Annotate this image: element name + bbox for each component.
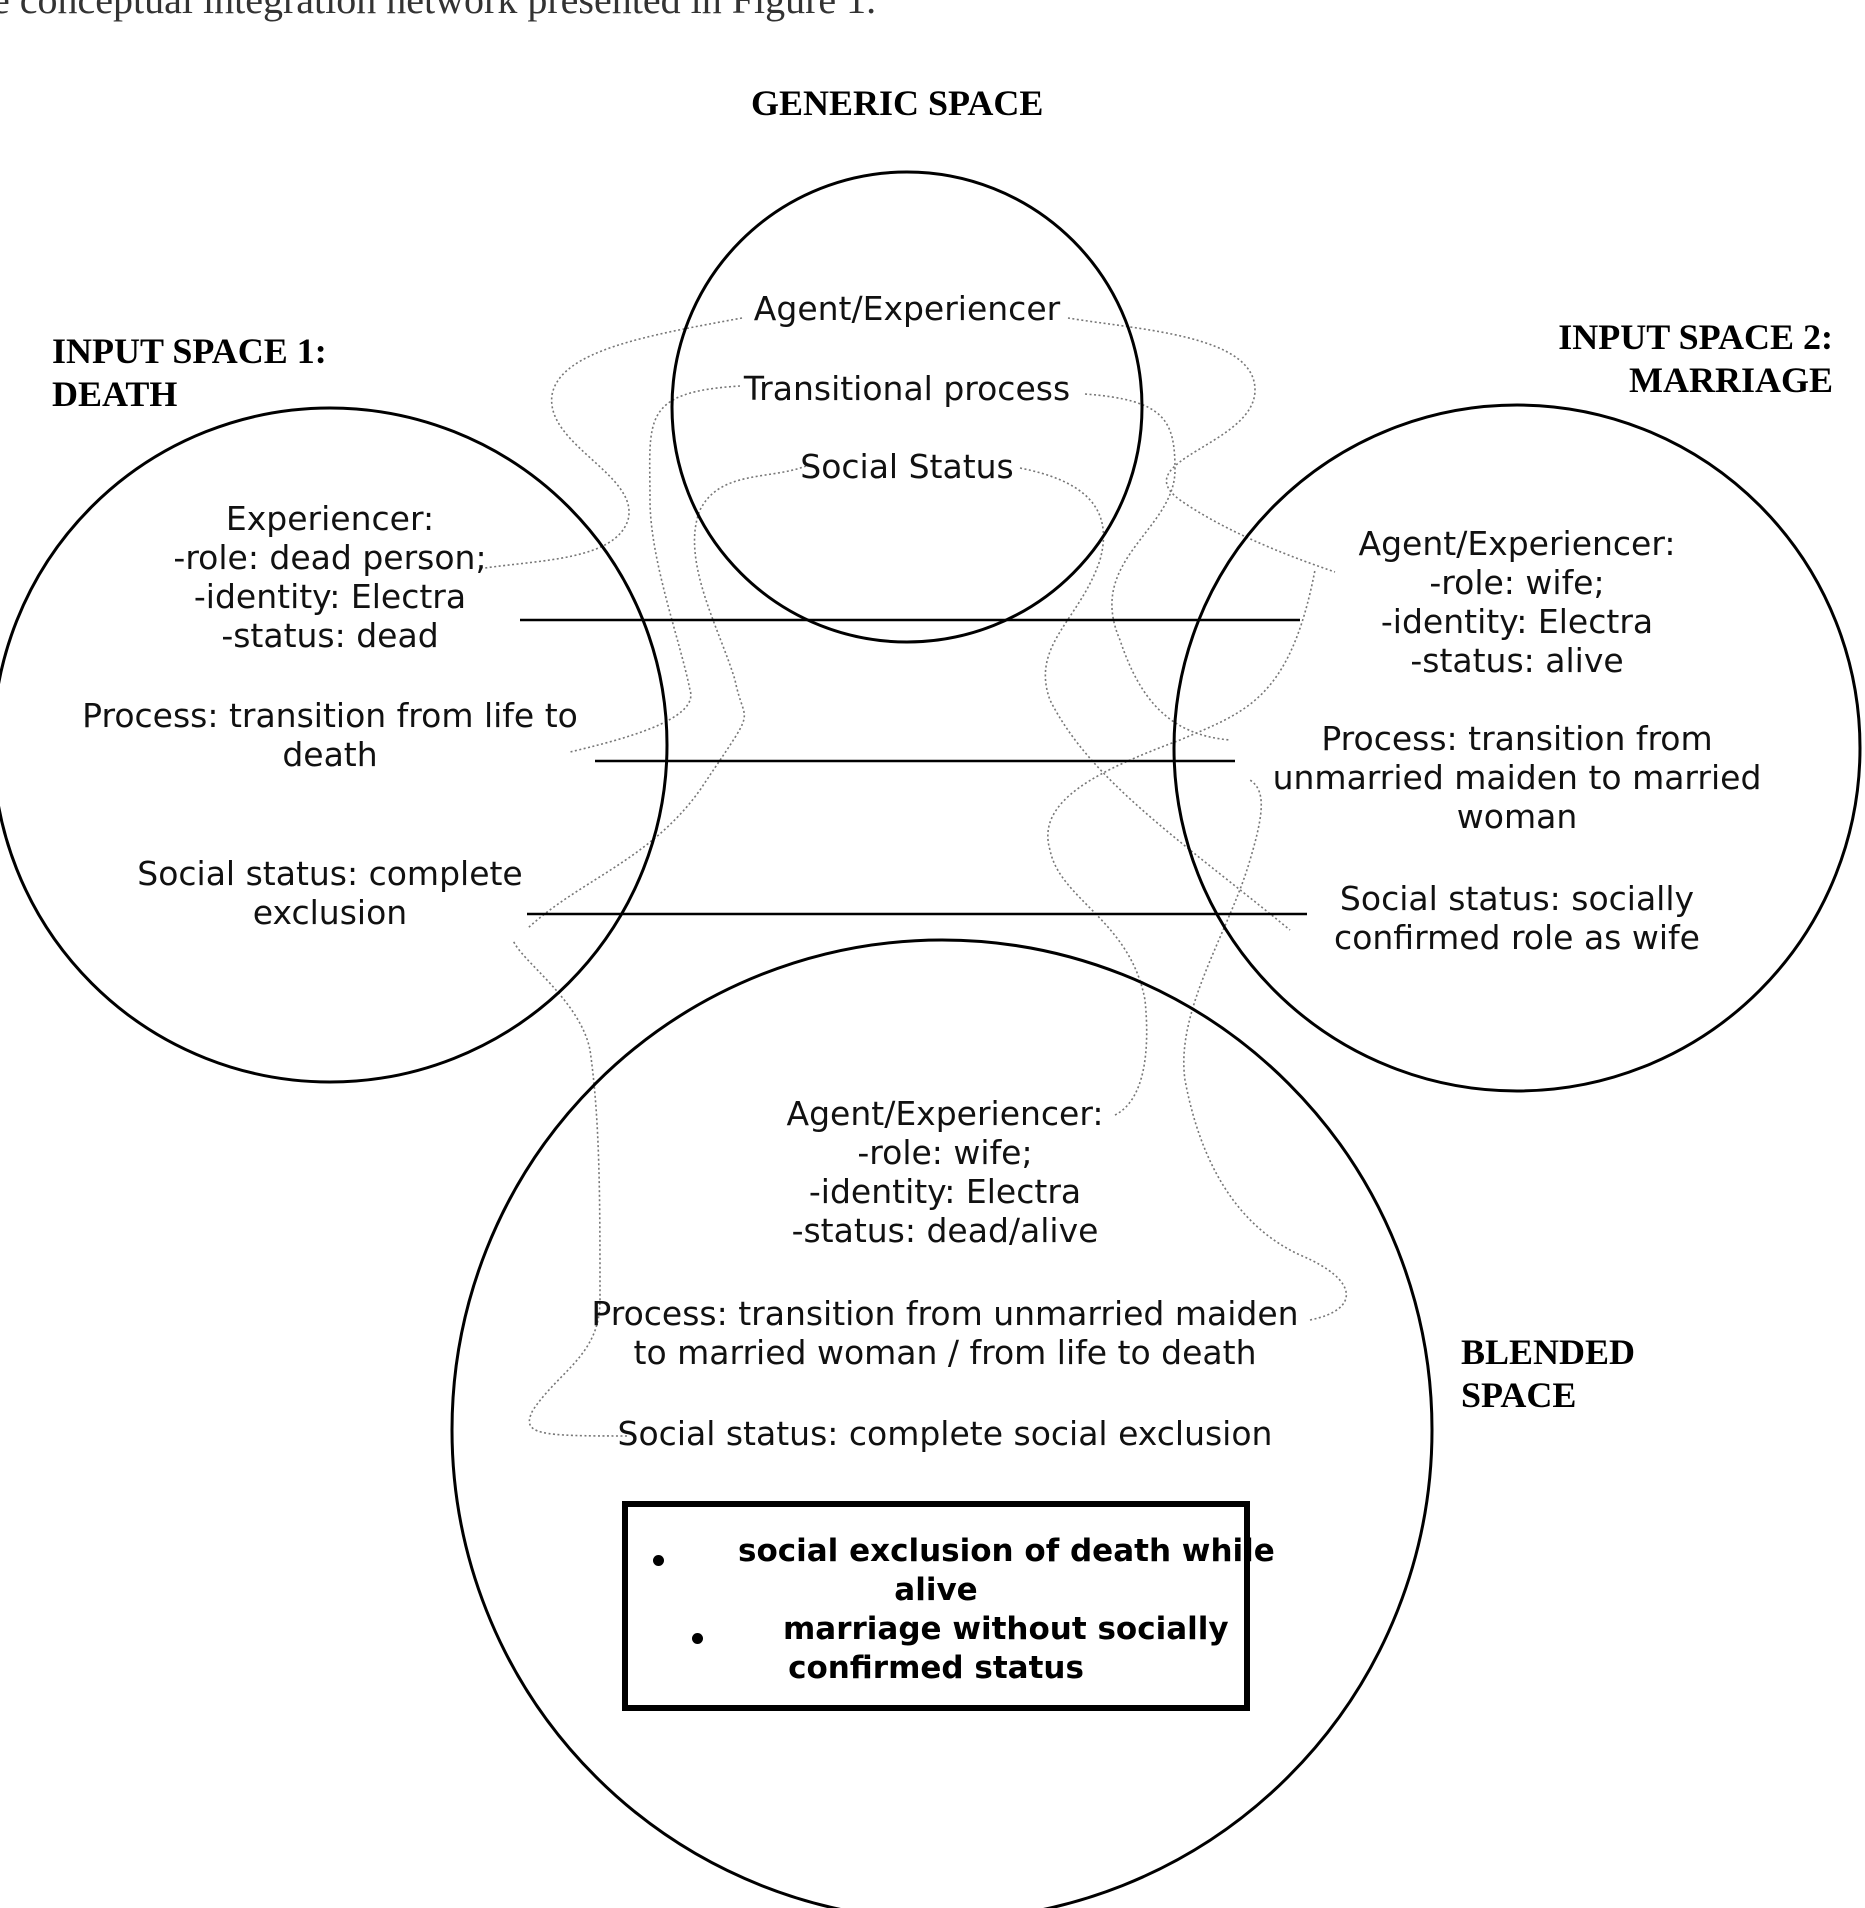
emergent-item-2-line2: confirmed status <box>788 1650 1084 1686</box>
input1-status-line: Social status: complete <box>137 854 523 893</box>
connector-process-to-input2 <box>1084 393 1231 741</box>
input2-experiencer-line: -identity: Electra <box>1380 601 1654 641</box>
generic-space-title: GENERIC SPACE <box>751 83 1044 123</box>
input1-experiencer-line: -identity: Electra <box>193 576 467 616</box>
input1-status-line: exclusion <box>252 892 408 932</box>
bullet-icon <box>692 1633 703 1644</box>
bullet-icon <box>653 1555 664 1566</box>
input2-process-line: Process: transition from <box>1321 719 1713 758</box>
input2-experiencer-line: Agent/Experiencer: <box>1358 524 1676 563</box>
blended-space-title-line2: SPACE <box>1461 1375 1577 1416</box>
blend-process-line: to married woman / from life to death <box>633 1332 1257 1372</box>
input-space-2-circle <box>1172 403 1862 1093</box>
input-space-2-title-line1: INPUT SPACE 2: <box>1558 317 1833 357</box>
emergent-item-2-line1: marriage without socially <box>783 1611 1229 1647</box>
connector-blend-agent <box>1047 569 1316 1116</box>
input1-process: Process: transition from life to death <box>82 696 578 775</box>
blend-experiencer-line: -identity: Electra <box>808 1171 1082 1211</box>
input-space-1-title-line2: DEATH <box>52 374 178 415</box>
input2-experiencer-line: -status: alive <box>1410 640 1624 680</box>
input2-process: Process: transition from unmarried maide… <box>1272 719 1762 837</box>
input2-process-line: woman <box>1456 796 1578 836</box>
connector-agent-to-input1 <box>484 317 743 569</box>
input1-experiencer-line: Experiencer: <box>225 499 435 538</box>
input2-process-line: unmarried maiden to married <box>1272 757 1762 797</box>
connector-blend-process <box>1183 779 1348 1321</box>
input-space-1-title: INPUT SPACE 1: DEATH <box>52 330 327 416</box>
input2-status-line: confirmed role as wife <box>1334 917 1700 957</box>
generic-item-status: Social Status <box>800 447 1014 486</box>
blend-process-line: Process: transition from unmarried maide… <box>591 1294 1299 1333</box>
blended-space-title: BLENDED SPACE <box>1461 1331 1635 1417</box>
input1-social-status: Social status: complete exclusion <box>137 854 523 933</box>
emergent-structure-box: social exclusion of death while alive ma… <box>622 1501 1275 1711</box>
input1-experiencer: Experiencer: -role: dead person; -identi… <box>173 499 487 656</box>
caption-fragment: e conceptual integration network present… <box>0 0 876 23</box>
blend-experiencer: Agent/Experiencer: -role: wife; -identit… <box>786 1094 1104 1251</box>
input-space-1-title-line1: INPUT SPACE 1: <box>52 331 327 371</box>
connector-agent-to-input2 <box>1067 317 1336 573</box>
dotted-connectors <box>484 317 1348 1437</box>
input2-experiencer-line: -role: wife; <box>1429 562 1605 602</box>
emergent-item-1-line2: alive <box>894 1572 978 1608</box>
connector-status-to-input2 <box>1019 467 1291 931</box>
input-space-1-circle <box>0 406 669 1084</box>
generic-item-process: Transitional process <box>743 369 1071 408</box>
input1-process-line: death <box>282 734 378 774</box>
generic-item-agent: Agent/Experiencer <box>753 289 1061 328</box>
input1-experiencer-line: -status: dead <box>221 615 439 655</box>
input2-social-status: Social status: socially confirmed role a… <box>1334 879 1700 958</box>
blend-process: Process: transition from unmarried maide… <box>591 1294 1299 1373</box>
input2-experiencer: Agent/Experiencer: -role: wife; -identit… <box>1358 524 1676 681</box>
input1-experiencer-line: -role: dead person; <box>173 537 487 577</box>
blend-experiencer-line: -status: dead/alive <box>791 1210 1099 1250</box>
input2-status-line: Social status: socially <box>1339 879 1695 918</box>
input-space-2-title: INPUT SPACE 2: MARRIAGE <box>1558 316 1833 402</box>
emergent-item-1-line1: social exclusion of death while <box>738 1533 1275 1569</box>
input1-process-line: Process: transition from life to <box>82 696 578 735</box>
generic-space-circle <box>670 170 1144 644</box>
connector-blend-status <box>512 939 628 1437</box>
blended-space-circle <box>450 938 1434 1908</box>
connector-process-to-input1 <box>569 385 741 753</box>
blend-experiencer-line: Agent/Experiencer: <box>786 1094 1104 1133</box>
blend-experiencer-line: -role: wife; <box>857 1132 1033 1172</box>
input-space-2-title-line2: MARRIAGE <box>1629 360 1833 401</box>
connector-status-to-input1 <box>527 465 807 929</box>
blended-space-title-line1: BLENDED <box>1461 1332 1636 1372</box>
blend-social-status: Social status: complete social exclusion <box>617 1414 1273 1453</box>
